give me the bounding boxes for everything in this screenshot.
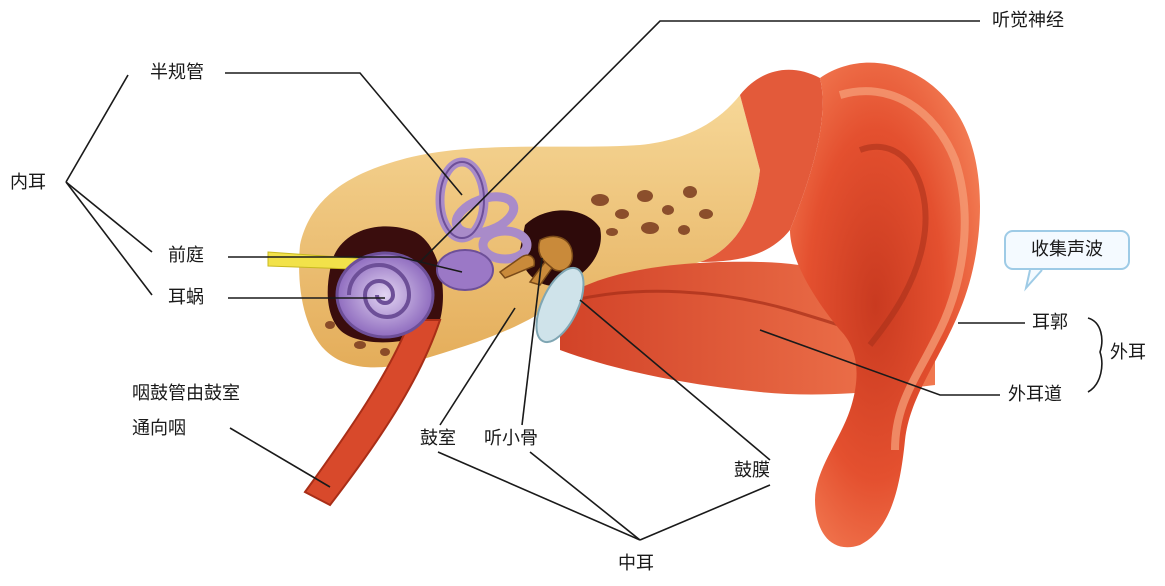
leader-semicircular-canals (225, 73, 462, 195)
leader-eustachian (230, 428, 330, 487)
label-auricle: 耳郭 (1032, 312, 1068, 334)
leader-inner-ear-to-canals (66, 75, 128, 182)
leader-vestibule (228, 257, 462, 272)
leader-eardrum (580, 300, 770, 460)
label-eustachian-line1: 咽鼓管由鼓室 (132, 383, 240, 405)
label-cochlea: 耳蜗 (168, 287, 204, 309)
leader-middle-ear-1 (438, 452, 640, 540)
bubble-tail (1026, 270, 1042, 288)
callout-bubble: 收集声波 (1004, 230, 1130, 270)
label-auditory-nerve: 听觉神经 (992, 10, 1064, 32)
leader-tympanic (440, 308, 515, 425)
label-ossicles: 听小骨 (484, 428, 538, 450)
leader-ossicles (522, 258, 542, 425)
label-eustachian-line2: 通向咽 (132, 418, 186, 440)
leader-inner-ear-to-vestibule (66, 182, 152, 252)
leader-middle-ear-3 (640, 485, 770, 540)
label-ear-canal: 外耳道 (1008, 384, 1062, 406)
label-semicircular-canals: 半规管 (150, 62, 204, 84)
leader-ear-canal (760, 330, 1000, 395)
label-eardrum: 鼓膜 (734, 460, 770, 482)
label-inner-ear: 内耳 (10, 172, 46, 194)
label-tympanic-cavity: 鼓室 (420, 428, 456, 450)
callout-bubble-text: 收集声波 (1006, 232, 1128, 268)
label-outer-ear: 外耳 (1110, 342, 1146, 364)
leader-middle-ear-2 (530, 452, 640, 540)
label-vestibule: 前庭 (168, 245, 204, 267)
leader-auditory-nerve (420, 21, 980, 262)
leader-inner-ear-to-cochlea (66, 182, 152, 295)
outer-ear-brace (1088, 318, 1102, 392)
label-middle-ear: 中耳 (618, 553, 654, 575)
